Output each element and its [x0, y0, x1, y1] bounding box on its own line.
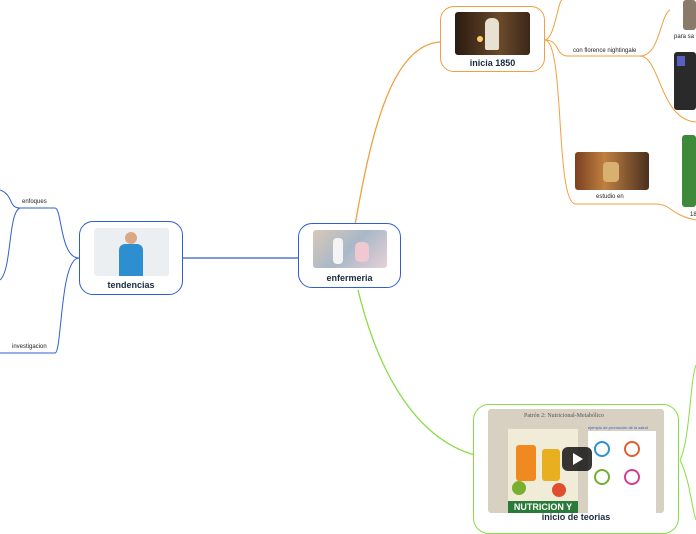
portrait-thumbnail — [674, 52, 696, 110]
subtopic-para-sa[interactable]: para sa — [674, 34, 695, 40]
video-thumbnail[interactable]: Patrón 2: Nutricional-Metabólico ejemplo… — [488, 409, 664, 513]
play-button[interactable] — [562, 447, 592, 471]
video-title: Patrón 2: Nutricional-Metabólico — [524, 413, 604, 419]
book-thumbnail — [682, 135, 696, 207]
subtopic-florence[interactable]: con florence nightingale — [573, 48, 637, 54]
video-subtitle: ejemplo de promoción de la salud — [588, 425, 648, 430]
subtopic-18[interactable]: 18 — [690, 212, 696, 218]
play-icon — [573, 453, 583, 465]
central-topic[interactable]: enfermeria — [298, 223, 401, 288]
subtopic-investigacion[interactable]: investigacion — [12, 344, 47, 350]
photo-thumbnail — [683, 0, 696, 30]
painting-thumbnail — [575, 152, 649, 190]
connector-lines — [0, 0, 696, 520]
nurse-image — [94, 228, 169, 276]
topic-inicio-teorias[interactable]: Patrón 2: Nutricional-Metabólico ejemplo… — [473, 404, 679, 534]
video-banner: NUTRICION Y — [508, 501, 578, 513]
topic-inicia-1850-label: inicia 1850 — [469, 58, 516, 68]
topic-tendencias[interactable]: tendencias — [79, 221, 183, 295]
nurses-image — [313, 230, 387, 268]
subtopic-enfoques[interactable]: enfoques — [22, 199, 47, 205]
topic-inicio-teorias-label: inicio de teorias — [541, 512, 611, 522]
central-topic-label: enfermeria — [326, 273, 373, 283]
topic-inicia-1850[interactable]: inicia 1850 — [440, 6, 545, 72]
florence-image — [455, 12, 530, 55]
topic-tendencias-label: tendencias — [107, 280, 155, 290]
subtopic-estudio-en[interactable]: estudio en — [596, 194, 624, 200]
